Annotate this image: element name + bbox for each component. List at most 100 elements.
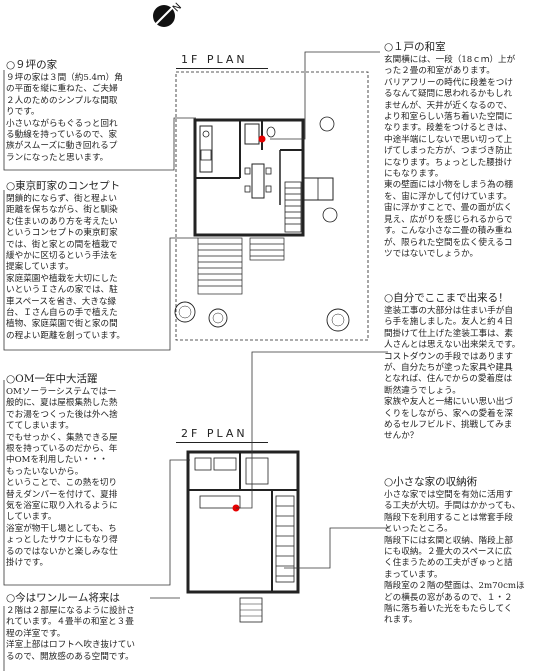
note-line: ９坪の家は３間（約5.4ｍ）角 <box>6 73 123 83</box>
note-line: るのではないかと楽しみな仕 <box>6 546 118 557</box>
note-line: るので、開放感のある空間です。 <box>6 651 134 662</box>
note-line: バリアフリーの時代に段差をつけ <box>384 77 513 88</box>
note-line: ランになったと思います。 <box>6 152 109 163</box>
note-line: る工夫が大切。手間はかかっても、 <box>384 501 521 512</box>
note-line: 人さんとは思えない出来栄えです。 <box>384 340 521 351</box>
note-line: いというＩさんの家では、駐 <box>6 285 118 296</box>
note-line: った２畳の和室があります。 <box>384 66 495 77</box>
first-floor-title-rule <box>176 68 268 69</box>
note-line: れています。４畳半の和室と３畳 <box>6 617 134 628</box>
note-line: 程の洋室です。 <box>6 628 66 639</box>
note-line: 家族や友人と一緒にいい思い出づ <box>384 397 513 408</box>
note-line: コストダウンの手段ではあります <box>384 351 513 362</box>
note-line: まっています。 <box>384 569 443 580</box>
note-concept: ○東京町家のコンセプト 閉鎖的にならず、街と程よい 距離を保ちながら、街と馴染 … <box>6 180 164 342</box>
note-line: 玄関横には、一段（18ｃｍ）上が <box>384 55 516 65</box>
note-line: の平面を縦に重ねた、ご夫婦 <box>6 84 118 95</box>
note-line: 階に落ち着いた光をもたらしてく <box>384 604 513 615</box>
note-line: 間掛けて仕上げた塗装工事は、素 <box>384 328 513 339</box>
note-line: でもせっかく、集熱できる屋 <box>6 432 118 443</box>
note-line: れます。 <box>384 615 418 626</box>
note-line: ませんが、天井が近くなるので、 <box>384 100 513 111</box>
second-floor-title-rule <box>176 442 268 443</box>
note-washitsu: ○１戸の和室 玄関横には、一段（18ｃｍ）上が った２畳の和室があります。 バリ… <box>384 41 554 260</box>
house-outline-2f <box>186 450 300 594</box>
note-line: 距離を保ちながら、街と馴染 <box>6 205 118 216</box>
note-line: 台、Ｉさん自らの手で植えた <box>6 308 118 319</box>
first-floor-plan <box>174 71 369 341</box>
note-diy: ○自分でここまで出来る！ 塗装工事の大部分は住まい手が自 ら手を施しました。友人… <box>384 292 554 443</box>
note-line: 塗装工事の大部分は住まい手が自 <box>384 306 513 316</box>
note-line: む住まいのあり方を考えたい <box>6 216 118 227</box>
note-line: もったいないから。 <box>6 466 84 477</box>
note-tsubo9: ○９坪の家 ９坪の家は３間（約5.4ｍ）角 の平面を縦に重ねた、ご夫婦 ２人のた… <box>6 59 164 164</box>
note-line: ょっとしたサウナにもなり得 <box>6 535 118 546</box>
note-line: 車スペースを省き、大きな縁 <box>6 296 117 307</box>
stair-1f <box>284 181 302 233</box>
note-line: 小さな家では空間を有効に活用す <box>384 490 513 500</box>
bath <box>244 123 260 145</box>
closet-2f <box>199 495 241 509</box>
note-line: 階段下を利用することは常套手段 <box>384 512 513 523</box>
note-line: にもなります。 <box>384 169 444 180</box>
note-oneroom-title: ○今はワンルーム将来は <box>6 592 120 604</box>
note-line: 中途半端にしないで思い切って上 <box>384 134 513 145</box>
note-line: 根を持っているのだから、年 <box>6 444 118 455</box>
kitchen-counter <box>199 125 213 173</box>
note-tsubo9-title: ○９坪の家 <box>6 59 58 71</box>
note-line: 浴室が物干し場としても、ち <box>6 523 117 534</box>
note-concept-title: ○東京町家のコンセプト <box>6 180 121 192</box>
tree-icon <box>326 308 350 332</box>
note-line: ら手を施しました。友人と約４日 <box>384 317 513 328</box>
note-line: 替えダンパーを付けて、夏排 <box>6 489 118 500</box>
note-line: 植物、家庭菜園で街と家の間 <box>6 319 118 330</box>
note-line: でお湯をつくった後は外へ捨 <box>6 409 118 420</box>
note-line: ２人のためのシンプルな間取 <box>6 95 118 106</box>
note-line: ててしまいます。 <box>6 421 74 432</box>
note-line: ２階は２部屋になるように設計さ <box>6 606 135 616</box>
note-line: となれば、住んでからの愛着度は <box>384 374 513 385</box>
note-line: が、限られた空間を広く使えるコ <box>384 237 513 248</box>
note-washitsu-title: ○１戸の和室 <box>384 41 446 53</box>
note-om-title: ○OM一年中大活躍 <box>6 373 98 385</box>
second-floor-plan <box>186 450 300 623</box>
note-line: OMソーラーシステムでは一 <box>6 387 116 397</box>
note-line: ということで、この熱を切り <box>6 478 118 489</box>
note-line: になります。ちょっとした腰掛け <box>384 157 513 168</box>
note-line: 閉鎖的にならず、街と程よい <box>6 194 117 204</box>
note-line: では、街と家との間を植栽で <box>6 239 118 250</box>
second-floor-plan-title: 2F PLAN <box>181 427 248 440</box>
note-line: す。こんな小さな二畳の積み重ね <box>384 226 513 237</box>
note-line: 般的に、夏は屋根集熱した熱 <box>6 398 118 409</box>
note-line: より和室らしい落ち着いた空間に <box>384 112 513 123</box>
note-om: ○OM一年中大活躍 OMソーラーシステムでは一 般的に、夏は屋根集熱した熱 でお… <box>6 373 164 570</box>
note-line: 家庭菜園や植栽を大切にした <box>6 273 118 284</box>
note-line: 断然違うでしょう。 <box>384 385 461 396</box>
note-line: 族がスムーズに動き回れるプ <box>6 141 118 152</box>
stair-2f <box>275 495 295 583</box>
note-line: くりをしながら、家への愛着を深 <box>384 408 513 419</box>
note-line: 気を浴室に取り入れるように <box>6 501 118 512</box>
note-oneroom: ○今はワンルーム将来は ２階は２部屋になるように設計さ れています。４畳半の和室… <box>6 592 176 663</box>
note-line: せんか？ <box>384 431 419 442</box>
note-line: 小さいながらもぐるっと回れ <box>6 118 118 129</box>
note-line: るなんて疑問に思われるかもしれ <box>384 89 513 100</box>
note-line: 東の壁面には小物をしまう為の棚 <box>384 180 513 191</box>
first-floor-plan-title: 1F PLAN <box>181 53 248 66</box>
note-line: 階段下には玄関と収納、階段上部 <box>384 535 513 546</box>
note-line: が、自分たちが塗った家具や建具 <box>384 363 513 374</box>
note-line: 階段室の２階の壁面は、2m70cmほ <box>384 581 525 592</box>
note-line: りです。 <box>6 107 40 118</box>
note-line: の程よい距離を創っています。 <box>6 330 126 341</box>
note-line: どの横長の窓があるので、１・２ <box>384 592 513 603</box>
note-line: 中OMを利用したい・・・ <box>6 455 108 466</box>
marker-dot-1f <box>258 135 266 143</box>
note-line: 掛けです。 <box>6 558 49 569</box>
note-line: 見え、広がりを感じられるからで <box>384 214 513 225</box>
note-line: 提案しています。 <box>6 262 74 273</box>
tree-icon <box>174 301 196 323</box>
tree-icon <box>208 308 228 328</box>
site-boundary <box>175 71 369 341</box>
note-storage: ○小さな家の収納術 小さな家では空間を有効に活用す る工夫が大切。手間はかかって… <box>384 476 554 627</box>
